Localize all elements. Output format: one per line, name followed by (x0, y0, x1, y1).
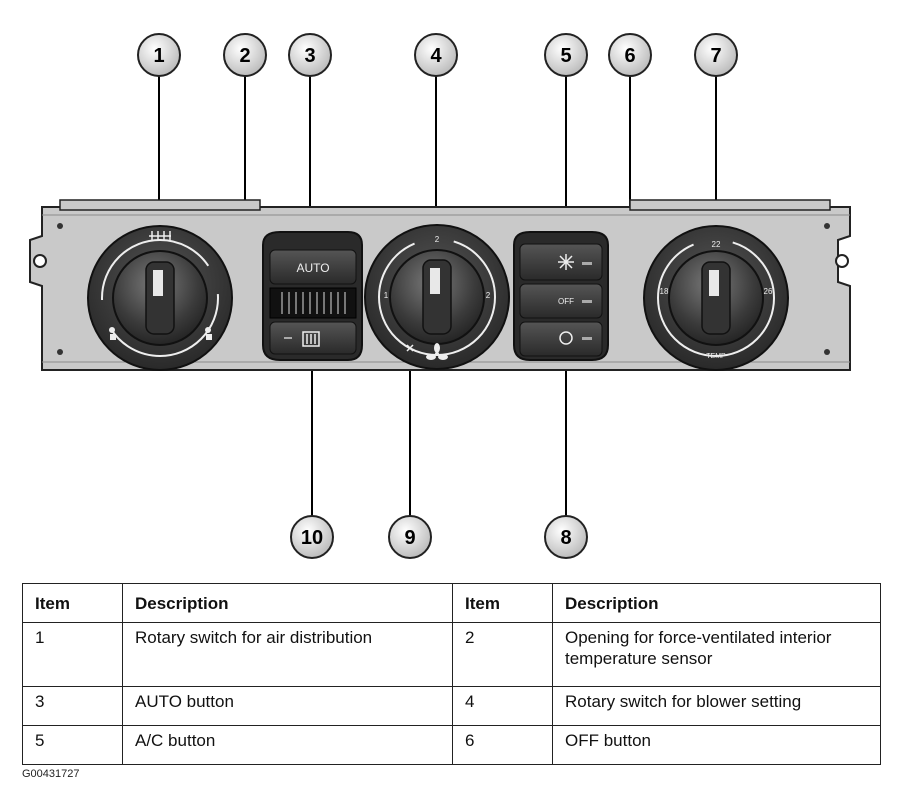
callout-5: 5 (544, 33, 588, 77)
svg-text:8: 8 (560, 527, 571, 549)
auto-button[interactable]: AUTO (269, 249, 357, 285)
svg-text:10: 10 (301, 527, 323, 549)
svg-text:7: 7 (710, 45, 721, 67)
svg-text:2: 2 (239, 45, 250, 67)
max-cooling-button[interactable] (519, 321, 603, 357)
svg-text:9: 9 (404, 527, 415, 549)
svg-text:5: 5 (560, 45, 571, 67)
fan-icon (426, 343, 448, 360)
callout-4: 4 (414, 33, 458, 77)
callout-6: 6 (608, 33, 652, 77)
recirculation-icon (302, 331, 320, 347)
blower-off-mark (406, 344, 414, 352)
left-button-cluster: AUTO (262, 231, 363, 361)
legend-header-row: Item Description Item Description (22, 583, 881, 623)
temperature-sensor-grille (269, 287, 357, 319)
auto-button-label: AUTO (296, 261, 329, 275)
legend-item-description: A/C button (122, 725, 453, 765)
legend-item-number: 4 (452, 686, 553, 726)
temp-scale-high: 26 (764, 287, 773, 296)
mount-hole-right (835, 254, 849, 268)
right-button-cluster: OFF (513, 231, 609, 361)
footwell-icon-right (205, 327, 212, 340)
defrost-icon (149, 231, 171, 241)
blower-scale-mid: 2 (435, 235, 440, 244)
legend-item-number: 3 (22, 686, 123, 726)
callout-1: 1 (137, 33, 181, 77)
legend-header-description: Description (122, 583, 453, 623)
air-distribution-knob[interactable] (87, 225, 233, 371)
legend-item-description: OFF button (552, 725, 881, 765)
mount-hole-left (33, 254, 47, 268)
svg-text:3: 3 (304, 45, 315, 67)
svg-text:4: 4 (430, 45, 442, 67)
callout-3: 3 (288, 33, 332, 77)
callout-9: 9 (388, 515, 432, 559)
footwell-icon-left (109, 327, 116, 340)
table-row: 5 A/C button 6 OFF button (22, 725, 881, 765)
circle-icon (559, 331, 573, 345)
off-button[interactable]: OFF (519, 283, 603, 319)
legend-header-item: Item (22, 583, 123, 623)
svg-text:1: 1 (153, 45, 164, 67)
leader-lines (158, 75, 717, 520)
temperature-knob[interactable]: 18 22 26 TEMP (643, 225, 789, 371)
legend-item-description: Opening for force-ventilated interior te… (552, 622, 881, 687)
callouts: 1 2 3 4 5 6 7 8 (137, 33, 738, 559)
legend-item-description: AUTO button (122, 686, 453, 726)
legend-item-number: 2 (452, 622, 553, 687)
temp-scale-mid: 22 (712, 240, 721, 249)
legend-header-item: Item (452, 583, 553, 623)
temp-label: TEMP (706, 353, 726, 360)
ac-button[interactable] (519, 243, 603, 281)
blower-scale-high: 2 (486, 291, 491, 300)
legend-header-description: Description (552, 583, 881, 623)
climate-control-diagram: AUTO 1 2 2 (29, 33, 851, 559)
svg-text:6: 6 (624, 45, 635, 67)
legend-item-number: 5 (22, 725, 123, 765)
legend-table: Item Description Item Description 1 Rota… (22, 583, 881, 765)
table-row: 3 AUTO button 4 Rotary switch for blower… (22, 686, 881, 726)
table-row: 1 Rotary switch for air distribution 2 O… (22, 622, 881, 687)
off-button-label: OFF (558, 297, 574, 306)
temp-scale-low: 18 (660, 287, 669, 296)
legend-item-number: 1 (22, 622, 123, 687)
recirculation-button[interactable] (269, 321, 357, 355)
blower-scale-low: 1 (384, 291, 389, 300)
callout-7: 7 (694, 33, 738, 77)
legend-item-number: 6 (452, 725, 553, 765)
snowflake-icon (558, 254, 574, 270)
legend-item-description: Rotary switch for blower setting (552, 686, 881, 726)
callout-2: 2 (223, 33, 267, 77)
figure-id: G00431727 (22, 768, 80, 780)
legend-item-description: Rotary switch for air distribution (122, 622, 453, 687)
blower-knob[interactable]: 1 2 2 (364, 224, 510, 370)
callout-8: 8 (544, 515, 588, 559)
callout-10: 10 (290, 515, 334, 559)
